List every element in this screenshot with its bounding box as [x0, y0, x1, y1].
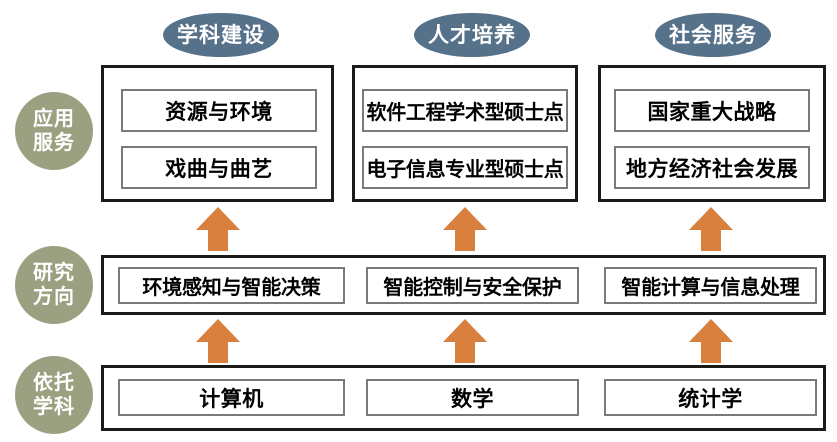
- application-service-panel-col3: 国家重大战略 地方经济社会发展: [598, 65, 826, 202]
- supporting-discipline-cell-2[interactable]: 数学: [366, 379, 579, 416]
- application-service-panel-col2: 软件工程学术型硕士点 电子信息专业型硕士点: [352, 65, 578, 202]
- supporting-discipline-panel: 计算机 数学 统计学: [101, 365, 826, 431]
- arrow-up-col1-research-to-application: [195, 206, 241, 252]
- arrow-up-col1-discipline-to-research: [195, 318, 241, 364]
- supporting-discipline-cell-1[interactable]: 计算机: [118, 379, 345, 416]
- research-direction-cell-3[interactable]: 智能计算与信息处理: [604, 267, 817, 304]
- row-label-line-1: 依托: [33, 371, 75, 394]
- column-header-discipline-construction: 学科建设: [163, 13, 279, 57]
- application-service-cell-1-2[interactable]: 戏曲与曲艺: [121, 146, 317, 189]
- row-label-line-2: 服务: [33, 132, 75, 154]
- row-label-line-2: 方向: [33, 286, 75, 308]
- column-header-label: 人才培养: [428, 23, 516, 47]
- research-direction-cell-1[interactable]: 环境感知与智能决策: [118, 267, 345, 304]
- row-label-application-service: 应用 服务: [15, 92, 93, 170]
- row-label-supporting-discipline: 依托 学科: [15, 356, 93, 434]
- column-header-talent-cultivation: 人才培养: [414, 13, 530, 57]
- arrow-up-col3-research-to-application: [688, 206, 734, 252]
- research-direction-cell-2[interactable]: 智能控制与安全保护: [366, 267, 579, 304]
- arrow-up-col2-research-to-application: [442, 206, 488, 252]
- row-label-research-direction: 研究 方向: [15, 246, 93, 324]
- column-header-label: 学科建设: [177, 23, 265, 47]
- application-service-panel-col1: 资源与环境 戏曲与曲艺: [101, 65, 334, 202]
- application-service-cell-1-1[interactable]: 资源与环境: [121, 89, 317, 132]
- application-service-cell-2-1[interactable]: 软件工程学术型硕士点: [362, 89, 568, 132]
- application-service-cell-2-2[interactable]: 电子信息专业型硕士点: [362, 146, 568, 189]
- application-service-cell-3-1[interactable]: 国家重大战略: [614, 89, 810, 132]
- arrow-up-col3-discipline-to-research: [688, 318, 734, 364]
- arrow-up-col2-discipline-to-research: [442, 318, 488, 364]
- application-service-cell-3-2[interactable]: 地方经济社会发展: [614, 146, 810, 189]
- column-header-social-service: 社会服务: [655, 13, 771, 57]
- row-label-line-1: 研究: [33, 261, 75, 284]
- supporting-discipline-cell-3[interactable]: 统计学: [604, 379, 817, 416]
- row-label-line-1: 应用: [33, 107, 75, 130]
- row-label-line-2: 学科: [33, 396, 75, 418]
- research-direction-panel: 环境感知与智能决策 智能控制与安全保护 智能计算与信息处理: [101, 255, 826, 315]
- column-header-label: 社会服务: [669, 23, 757, 47]
